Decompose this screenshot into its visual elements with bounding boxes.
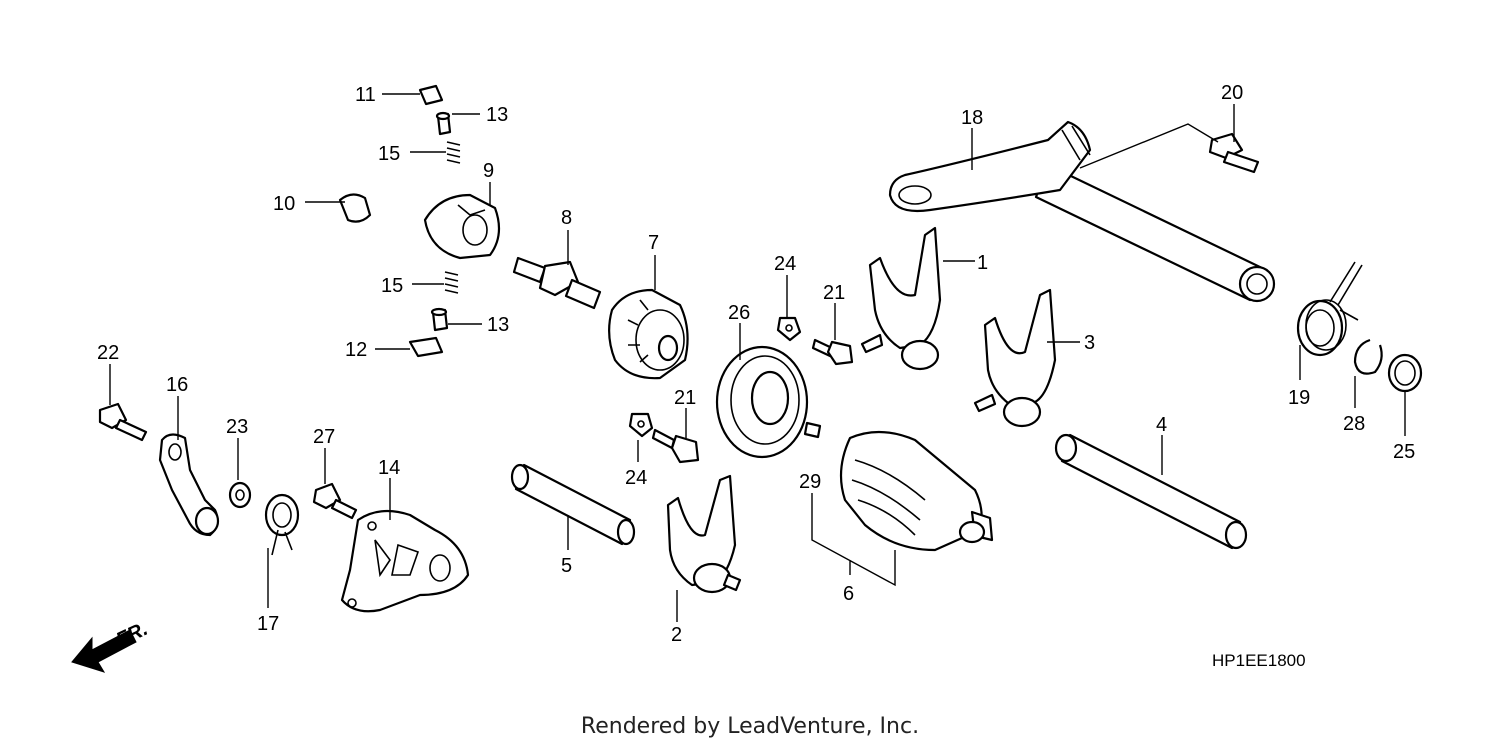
part-21-bolt-upper [811,338,854,366]
callout-1: 1 [977,252,988,274]
part-12-cap [408,336,444,358]
callout-8: 8 [561,207,572,229]
callout-13-upper: 13 [486,104,508,126]
callout-10: 10 [273,193,295,215]
callout-16: 16 [166,374,188,396]
callout-25: 25 [1393,441,1415,463]
callout-20: 20 [1221,82,1243,104]
part-6-shift-drum [839,430,994,552]
part-13-pin-upper [435,111,452,136]
part-11-cap [418,84,444,106]
callout-3: 3 [1084,332,1095,354]
callout-15-upper: 15 [378,143,400,165]
callout-15-lower: 15 [381,275,403,297]
callout-29: 29 [799,471,821,493]
part-23-washer [228,481,252,509]
callout-24-lower: 24 [625,467,647,489]
leader-lines [109,93,1406,622]
callout-21-upper: 21 [823,282,845,304]
callout-6: 6 [843,583,854,605]
part-3-shift-fork [973,288,1057,428]
part-4-fork-shaft [1054,433,1248,550]
callout-18: 18 [961,107,983,129]
part-25-washer [1387,353,1423,393]
callout-24-upper: 24 [774,253,796,275]
part-1-shift-fork [860,226,942,371]
part-14-guide-plate [340,509,470,613]
front-direction-arrow-icon [71,629,137,673]
callout-28: 28 [1343,413,1365,435]
callout-17: 17 [257,613,279,635]
callout-14: 14 [378,457,400,479]
part-13-pin-lower [430,307,449,332]
part-26-bearing [715,345,809,459]
callout-11: 11 [355,84,376,106]
callout-13-lower: 13 [487,314,509,336]
part-16-shift-arm [158,433,220,537]
part-29-pin [803,421,822,439]
callout-5: 5 [561,555,572,577]
callout-7: 7 [648,232,659,254]
part-2-shift-fork [666,474,742,594]
part-18-shift-spindle [888,120,1276,303]
callout-27: 27 [313,426,335,448]
part-21-bolt-lower [651,428,700,464]
part-24-plate-lower [628,412,654,438]
part-27-bolt [312,482,358,520]
callout-2: 2 [671,624,682,646]
callout-22: 22 [97,342,119,364]
footer-credit: Rendered by LeadVenture, Inc. [580,714,920,739]
part-15-spring-upper [446,141,461,164]
part-10-cap [338,193,372,223]
callout-23: 23 [226,416,248,438]
drawing-code: HP1EE1800 [1212,651,1306,670]
callout-4: 4 [1156,414,1167,436]
part-7-drum-center [608,288,689,380]
callout-26: 26 [728,302,750,324]
part-15-spring-lower [444,271,459,294]
part-22-bolt [98,402,148,442]
callout-9: 9 [483,160,494,182]
part-28-circlip [1353,338,1383,375]
part-17-spring [264,493,300,556]
part-9-stopper-arm [423,193,501,260]
part-24-plate-upper [776,316,802,342]
part-19-return-spring [1296,261,1363,357]
callout-19: 19 [1288,387,1310,409]
part-5-guide-shaft [510,463,636,546]
callout-12: 12 [345,339,367,361]
callout-21-lower: 21 [674,387,696,409]
part-8-pin-bolt [512,256,602,310]
